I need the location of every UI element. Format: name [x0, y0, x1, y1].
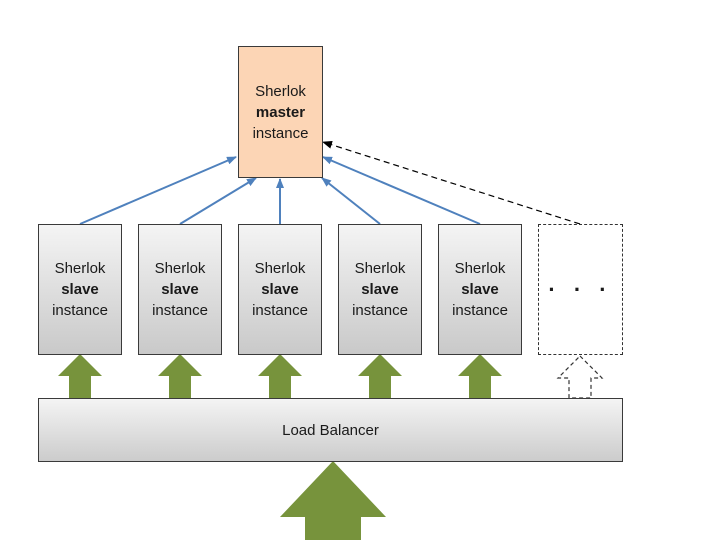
- connector-more: [322, 140, 581, 225]
- master-line-3: instance: [252, 124, 309, 142]
- ellipsis-icon: · · ·: [548, 277, 613, 302]
- slave-instance-3: Sherlok slave instance: [238, 224, 322, 355]
- master-line-2: master: [255, 103, 306, 121]
- slave-line-3: instance: [352, 302, 408, 319]
- slave-line-3: instance: [252, 302, 308, 319]
- slave-line-2: slave: [261, 281, 299, 298]
- slave-line-1: Sherlok: [154, 260, 206, 277]
- slave-line-2: slave: [61, 281, 99, 298]
- slave-line-1: Sherlok: [254, 260, 306, 277]
- up-arrow-slave-3: [258, 354, 302, 398]
- load-balancer-label: Load Balancer: [282, 421, 379, 439]
- connector-slave-1: [79, 156, 237, 225]
- up-arrow-slave-2: [158, 354, 202, 398]
- load-balancer: Load Balancer: [38, 398, 623, 462]
- master-line-1: Sherlok: [255, 82, 306, 100]
- slave-instance-4: Sherlok slave instance: [338, 224, 422, 355]
- slave-instance-2: Sherlok slave instance: [138, 224, 222, 355]
- connector-slave-4: [321, 177, 381, 225]
- slave-line-1: Sherlok: [354, 260, 406, 277]
- slave-line-2: slave: [361, 281, 399, 298]
- slave-line-1: Sherlok: [454, 260, 506, 277]
- slave-line-3: instance: [452, 302, 508, 319]
- more-instances-placeholder: · · ·: [538, 224, 623, 355]
- up-arrow-slave-4: [358, 354, 402, 398]
- slave-instance-1: Sherlok slave instance: [38, 224, 122, 355]
- slave-line-2: slave: [461, 281, 499, 298]
- slave-line-1: Sherlok: [54, 260, 106, 277]
- connector-slave-5: [322, 156, 481, 225]
- up-arrow-slave-1: [58, 354, 102, 398]
- master-instance: Sherlok master instance: [238, 46, 323, 178]
- connector-slave-2: [179, 177, 257, 225]
- up-arrow-slave-5: [458, 354, 502, 398]
- slave-line-2: slave: [161, 281, 199, 298]
- up-arrow-more: [556, 355, 604, 399]
- slave-line-3: instance: [52, 302, 108, 319]
- slave-line-3: instance: [152, 302, 208, 319]
- incoming-traffic-arrow: [280, 461, 386, 540]
- slave-instance-5: Sherlok slave instance: [438, 224, 522, 355]
